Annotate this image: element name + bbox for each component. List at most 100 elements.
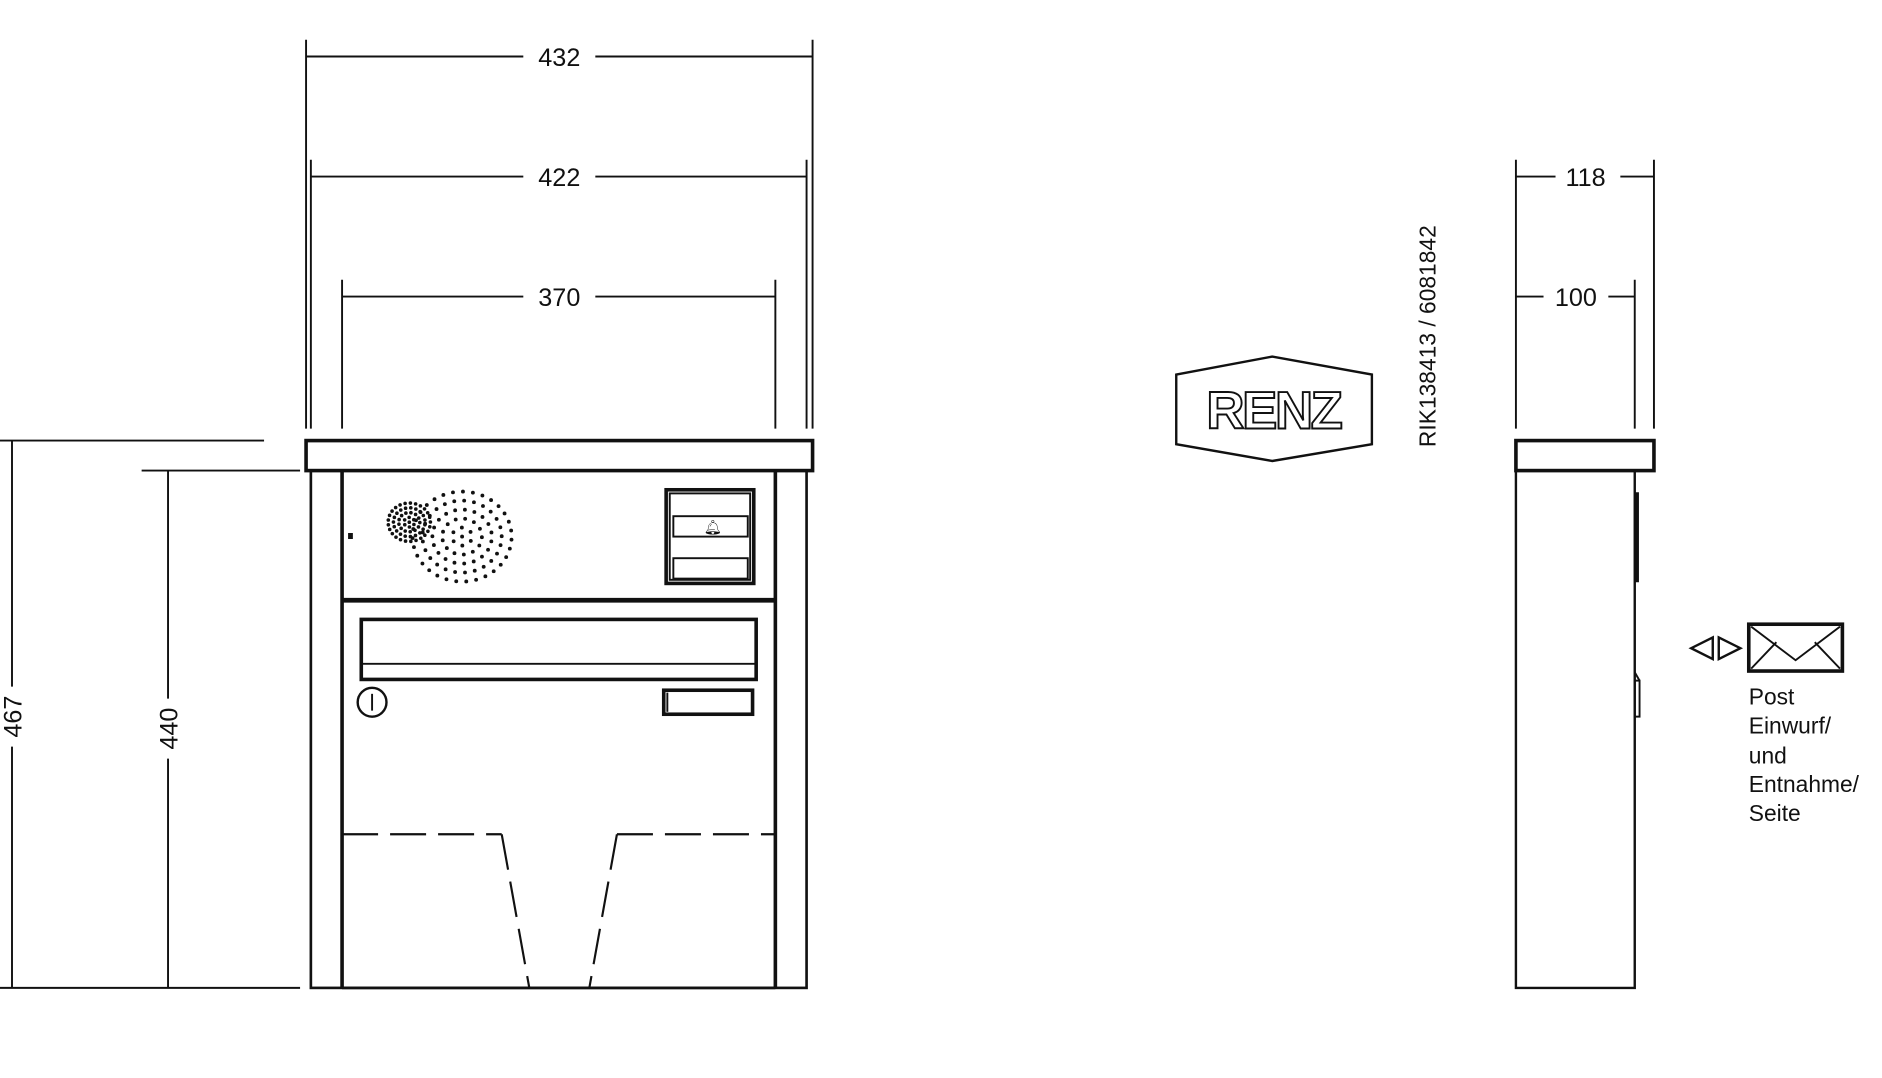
speaker-hole bbox=[443, 567, 448, 572]
speaker-hole bbox=[483, 574, 488, 579]
dimension-label: 422 bbox=[538, 164, 580, 192]
speaker-hole bbox=[499, 534, 504, 539]
speaker-hole bbox=[426, 529, 430, 534]
speaker-hole bbox=[444, 577, 449, 582]
speaker-hole bbox=[463, 570, 467, 575]
speaker-hole bbox=[420, 530, 425, 535]
speaker-hole bbox=[486, 547, 490, 552]
speaker-hole bbox=[413, 533, 418, 538]
speaker-hole bbox=[494, 516, 499, 521]
speaker-hole bbox=[418, 536, 423, 541]
speaker-hole bbox=[386, 518, 391, 522]
speaker-hole bbox=[387, 527, 392, 532]
speaker-hole bbox=[431, 543, 436, 547]
dimension-100: 100 bbox=[1515, 279, 1636, 429]
speaker-hole bbox=[436, 517, 441, 522]
speaker-hole bbox=[472, 510, 477, 514]
speaker-hole bbox=[407, 515, 411, 520]
speaker-hole bbox=[451, 530, 456, 535]
speaker-hole bbox=[480, 554, 484, 559]
speaker-hole bbox=[423, 522, 427, 527]
speaker-hole bbox=[506, 519, 511, 524]
speaker-hole bbox=[420, 561, 425, 566]
speaker-hole bbox=[451, 490, 455, 495]
speaker-hole bbox=[440, 538, 445, 543]
arrow-left-icon bbox=[1688, 635, 1714, 661]
speaker-hole bbox=[470, 490, 475, 495]
bell-button-panel: 🔔︎ bbox=[664, 487, 756, 586]
speaker-hole bbox=[395, 511, 399, 516]
speaker-hole bbox=[420, 539, 425, 544]
speaker-hole bbox=[453, 570, 458, 574]
speaker-hole bbox=[461, 489, 465, 494]
speaker-hole bbox=[408, 506, 413, 510]
dimension-422: 422 bbox=[309, 159, 808, 429]
bell-icon: 🔔︎ bbox=[704, 520, 722, 536]
speaker-hole bbox=[454, 579, 459, 584]
speaker-hole bbox=[414, 538, 418, 543]
speaker-hole bbox=[397, 522, 401, 526]
speaker-hole bbox=[423, 533, 427, 537]
speaker-hole bbox=[430, 534, 435, 539]
speaker-hole bbox=[413, 512, 418, 517]
speaker-hole bbox=[427, 568, 432, 573]
speaker-hole bbox=[398, 503, 402, 507]
speaker-hole bbox=[441, 493, 446, 497]
speaker-hole bbox=[452, 560, 457, 565]
speaker-hole bbox=[392, 515, 397, 520]
speaker-hole bbox=[468, 529, 473, 534]
side-access-legend: Post Einwurf/ und Entnahme/ Seite bbox=[1688, 622, 1860, 826]
speaker-hole bbox=[399, 526, 403, 531]
speaker-hole bbox=[452, 551, 457, 556]
speaker-hole bbox=[394, 529, 399, 533]
speaker-hole bbox=[453, 517, 458, 522]
speaker-hole bbox=[443, 557, 448, 561]
speaker-hole bbox=[408, 501, 413, 505]
speaker-grille-icon bbox=[386, 489, 514, 584]
dimension-370: 370 bbox=[341, 279, 777, 429]
speaker-hole bbox=[489, 498, 493, 503]
speaker-hole bbox=[435, 562, 440, 567]
speaker-hole bbox=[444, 511, 449, 516]
speaker-hole bbox=[399, 513, 404, 518]
speaker-hole bbox=[412, 522, 416, 527]
legend-line: Seite bbox=[1749, 800, 1801, 826]
speaker-hole bbox=[415, 553, 420, 558]
arrow-right-icon bbox=[1717, 635, 1744, 661]
hidden-edges bbox=[342, 833, 776, 989]
speaker-hole bbox=[481, 564, 486, 569]
speaker-hole bbox=[386, 523, 391, 527]
speaker-hole bbox=[423, 548, 428, 553]
speaker-hole bbox=[491, 569, 496, 574]
speaker-hole bbox=[452, 499, 457, 504]
speaker-hole bbox=[444, 546, 449, 551]
speaker-hole bbox=[390, 531, 395, 536]
dimension-label: 370 bbox=[538, 284, 580, 312]
speaker-hole bbox=[462, 561, 467, 566]
mail-slot bbox=[359, 617, 758, 682]
speaker-hole bbox=[428, 520, 433, 524]
dimension-label: 100 bbox=[1555, 284, 1597, 312]
speaker-hole bbox=[462, 498, 467, 503]
speaker-hole bbox=[418, 504, 423, 508]
speaker-hole bbox=[460, 543, 465, 548]
speaker-hole bbox=[477, 543, 482, 548]
speaker-hole bbox=[425, 510, 430, 515]
speaker-hole bbox=[394, 535, 398, 539]
renz-logo: RENZ bbox=[1175, 355, 1374, 463]
speaker-hole bbox=[407, 520, 412, 524]
speaker-hole bbox=[451, 539, 456, 544]
speaker-hole bbox=[393, 505, 398, 510]
speaker-hole bbox=[496, 504, 501, 509]
dimension-label: 432 bbox=[538, 44, 580, 72]
speaker-hole bbox=[414, 507, 418, 511]
speaker-hole bbox=[403, 539, 408, 543]
speaker-hole bbox=[471, 520, 476, 525]
speaker-hole bbox=[462, 507, 467, 512]
speaker-hole bbox=[408, 529, 413, 534]
speaker-hole bbox=[504, 555, 509, 560]
speaker-hole bbox=[392, 524, 397, 529]
speaker-hole bbox=[407, 525, 412, 529]
speaker-hole bbox=[412, 545, 416, 550]
